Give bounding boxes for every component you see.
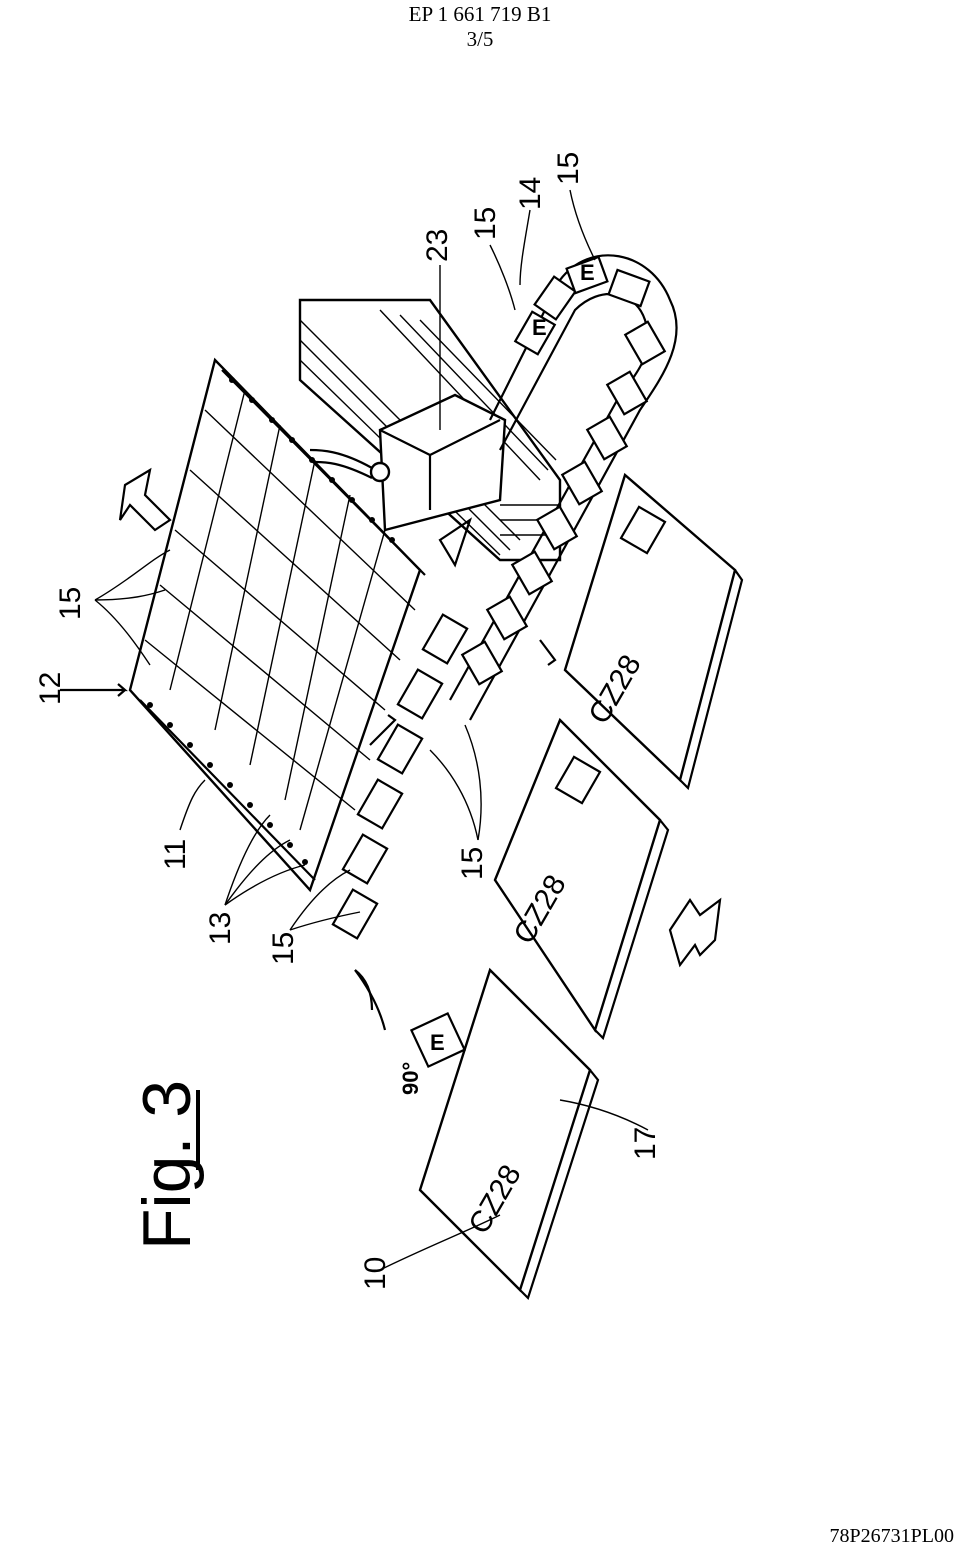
callout-15-center: 15 — [456, 847, 489, 880]
tag-letter-2: E — [532, 315, 547, 340]
svg-text:15: 15 — [469, 207, 502, 240]
svg-text:13: 13 — [204, 912, 237, 945]
document-code: 78P26731PL00 — [829, 1525, 954, 1547]
callout-23: 23 — [421, 229, 454, 262]
callout-14: 14 — [514, 177, 547, 210]
figure-title: Fig. 3 — [129, 1080, 205, 1250]
publication-number: EP 1 661 719 B1 — [408, 2, 552, 26]
callout-13: 13 — [204, 912, 237, 945]
tag-letter: E — [580, 260, 595, 285]
tag-strip: E E — [449, 254, 678, 721]
product-sheet-2: CZ28 — [493, 717, 670, 1041]
callout-15-lower-left: 15 — [267, 932, 300, 965]
rotating-tag-letter: E — [430, 1030, 445, 1055]
svg-text:15: 15 — [552, 152, 585, 185]
svg-text:15: 15 — [456, 847, 489, 880]
svg-text:15: 15 — [54, 587, 87, 620]
angle-label: 90° — [398, 1062, 423, 1095]
printer-unit — [309, 393, 507, 532]
rotating-tag: E 90° — [354, 969, 467, 1095]
callout-15-left: 15 — [54, 587, 87, 620]
svg-text:10: 10 — [359, 1257, 392, 1290]
svg-text:15: 15 — [267, 932, 300, 965]
perforation-holes-left — [147, 702, 308, 865]
figure-label: Fig. 3 — [129, 1080, 205, 1250]
product-sheet-3: CZ28 — [563, 472, 744, 791]
svg-text:14: 14 — [514, 177, 547, 210]
callout-10: 10 — [359, 1257, 392, 1290]
svg-text:23: 23 — [421, 229, 454, 262]
feed-arrows — [118, 467, 722, 968]
callout-11: 11 — [159, 839, 192, 870]
svg-text:12: 12 — [34, 672, 67, 705]
callout-12: 12 — [34, 672, 67, 705]
separated-tags — [331, 517, 557, 940]
callout-15-mid: 15 — [469, 207, 502, 240]
callout-15-top-right: 15 — [552, 152, 585, 185]
svg-text:17: 17 — [629, 1127, 662, 1160]
product-sheet-1: CZ28 — [418, 967, 600, 1301]
callout-17: 17 — [629, 1127, 662, 1160]
perforated-sheet — [128, 357, 426, 893]
page-number: 3/5 — [466, 27, 494, 51]
perforation-holes-right — [229, 377, 395, 543]
svg-text:11: 11 — [159, 839, 192, 870]
